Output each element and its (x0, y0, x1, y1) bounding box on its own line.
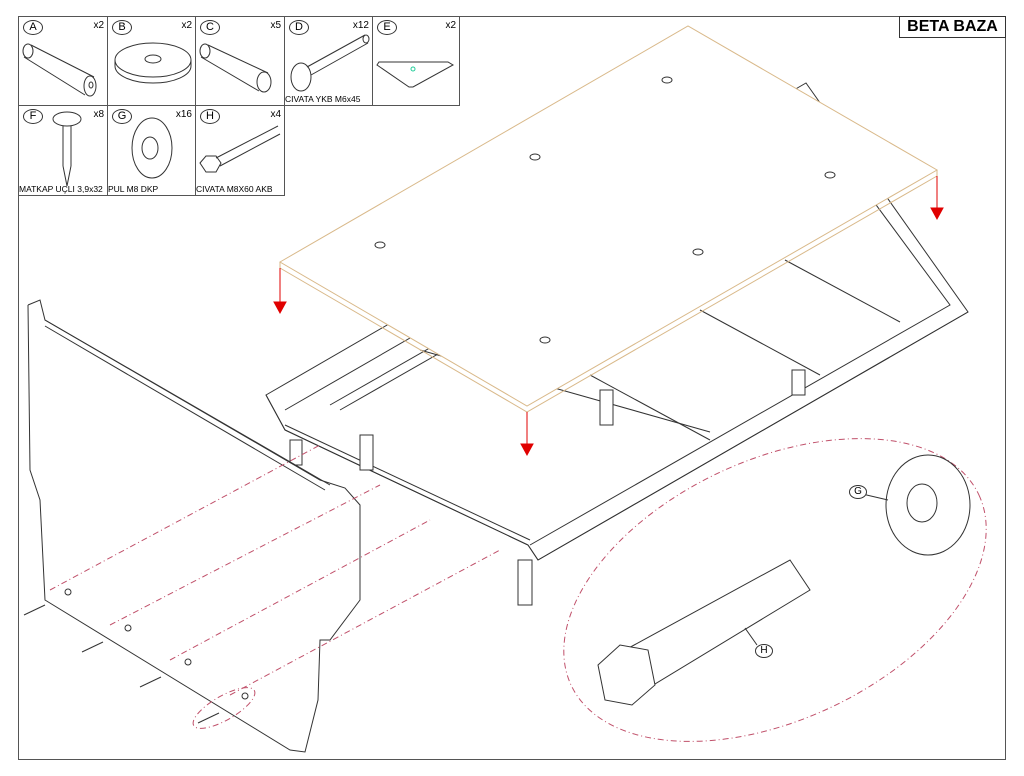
page-title: BETA BAZA (899, 16, 1006, 38)
part-name: CIVATA YKB M6x45 (285, 94, 361, 104)
part-qty: x4 (270, 109, 281, 120)
part-qty: x8 (93, 109, 104, 120)
washer-icon (131, 117, 173, 179)
assembly-guides (49, 438, 987, 742)
screw-icon (52, 111, 82, 187)
part-g: G x16 PUL M8 DKP (107, 105, 196, 196)
part-h: H x4 CIVATA M8X60 AKB (195, 105, 285, 196)
part-qty: x2 (93, 20, 104, 31)
part-qty: x5 (270, 20, 281, 31)
part-qty: x12 (352, 20, 369, 31)
part-c: C x5 (195, 16, 285, 106)
enlarged-bolt (597, 492, 889, 706)
part-letter: E (377, 20, 397, 35)
bolt-icon (290, 34, 370, 92)
part-f: F x8 MATKAP UÇLI 3,9x32 (18, 105, 108, 196)
part-letter: B (112, 20, 132, 35)
part-letter: A (23, 20, 43, 35)
part-e: E x2 (372, 16, 460, 106)
callout-g: G (849, 485, 867, 499)
part-b: B x2 (107, 16, 196, 106)
part-letter: D (289, 20, 309, 35)
part-letter: H (200, 109, 220, 124)
disc-icon (114, 42, 192, 84)
part-name: PUL M8 DKP (108, 184, 159, 194)
part-qty: x2 (445, 20, 456, 31)
part-name: MATKAP UÇLI 3,9x32 (19, 184, 103, 194)
part-d: D x12 CIVATA YKB M6x45 (284, 16, 373, 106)
enlarged-washer (885, 454, 971, 556)
placement-arrows (273, 176, 944, 457)
drawing-frame (18, 16, 1006, 760)
part-qty: x2 (181, 20, 192, 31)
headboard (27, 299, 361, 753)
corner-plate-icon (376, 61, 455, 88)
hex-bolt-icon (199, 125, 281, 173)
part-name: CIVATA M8X60 AKB (196, 184, 273, 194)
leg-icon (199, 43, 272, 93)
part-letter: F (23, 109, 43, 124)
callout-h: H (755, 644, 773, 658)
top-panel (279, 25, 939, 413)
screws (23, 588, 249, 724)
part-qty: x16 (175, 109, 192, 120)
part-a: A x2 (18, 16, 108, 106)
part-letter: G (112, 109, 132, 124)
part-letter: C (200, 20, 220, 35)
cylinder-icon (22, 43, 97, 97)
